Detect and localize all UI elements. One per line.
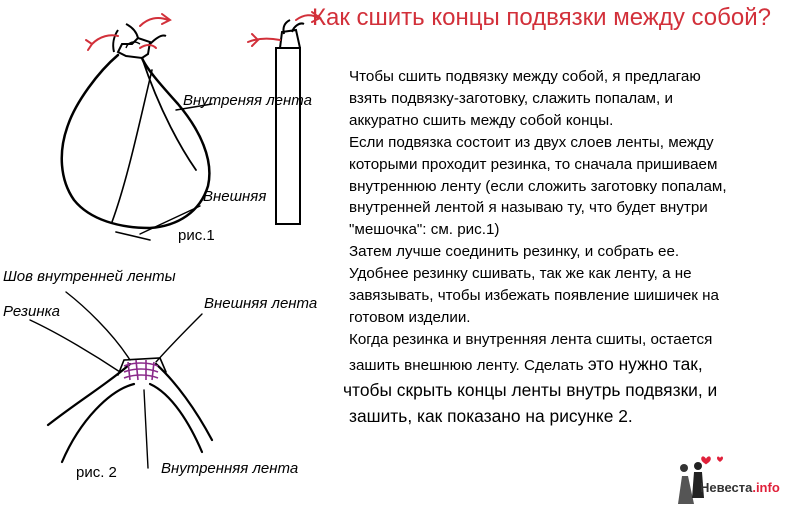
pointer-inner-line [175,103,213,111]
couple-silhouette-icon [678,456,723,504]
inner-pointer-line [143,389,149,469]
fig2-elastic-label: Резинка [3,303,61,320]
body-line-large: зашить, как показано на рисунке 2. [349,405,633,426]
inner-tape-left [60,382,136,464]
body-line-big-part: это нужно так, [587,353,703,374]
garter-middle-line [111,69,153,223]
body-line: Когда резинка и внутренняя лента сшиты, … [349,330,713,348]
body-line: внутреннюю ленту (если сложить заготовку… [349,177,727,195]
body-line: которыми проходит резинка, то сначала пр… [349,155,718,173]
garter-inner-line [141,57,197,171]
body-line: внутренней лентой я называю ту, что буде… [349,199,708,217]
garter-bottom-line [115,231,151,241]
inner-tape-right [148,382,204,454]
body-line: Удобнее резинку сшивать, так же как лент… [349,265,692,283]
body-line: Затем лучше соединить резинку, и собрать… [349,243,680,261]
figure-2-drawing [29,291,214,469]
pointer-outer-line [139,205,201,235]
watermark-name: Невеста [700,480,753,495]
watermark-suffix: .info [752,480,780,495]
figure-1-arrows [85,13,172,51]
side-view-drawing [275,19,305,225]
body-line: Чтобы сшить подвязку между собой, я пред… [349,68,701,85]
fig2-seam-label: Шов внутренней ленты [3,268,176,285]
body-line: аккуратно сшить между собой концы. [349,111,614,129]
body-line-large: чтобы скрыть концы ленты внутрь подвязки… [343,379,718,400]
outer-pointer-line [155,313,203,363]
body-line: готовом изделии. [349,308,471,326]
instructions-text: Чтобы сшить подвязку между собой, я пред… [343,66,789,429]
figure-1-ends [112,23,167,60]
figure-1-drawing [60,53,213,241]
body-line-small-part: зашить внешнюю ленту. Сделать [349,356,588,374]
body-line: взять подвязку-заготовку, слажить попала… [349,89,673,107]
elastic-pointer-line [29,319,121,373]
side-view-arrows [247,11,322,47]
body-line: "мешочка": см. рис.1) [349,221,500,239]
site-logo [678,456,723,504]
fig1-caption: рис.1 [178,227,215,244]
body-line: Если подвязка состоит из двух слоев лент… [349,133,714,151]
fig2-outer-tape-label: Внешняя лента [204,295,318,312]
page-title: Как сшить концы подвязки между собой? [312,4,771,31]
body-line: завязывать, чтобы избежать появление шиш… [349,287,720,305]
fig2-inner-tape-label: Внутренняя лента [161,460,299,477]
site-watermark: Невеста.info [700,480,780,495]
outer-tape-left [46,362,132,427]
elastic-stitching [123,359,159,381]
body-line-mixed: зашить внешнюю ленту. Сделать это нужно … [349,351,789,377]
outer-tape-right [154,362,214,442]
side-view-tube [275,47,301,225]
fig1-outer-tape-label: Внешняя [203,188,267,205]
fig2-caption: рис. 2 [76,464,117,481]
seam-pointer-line [65,291,131,361]
fig1-inner-tape-label: Внутреняя лента [183,92,312,109]
